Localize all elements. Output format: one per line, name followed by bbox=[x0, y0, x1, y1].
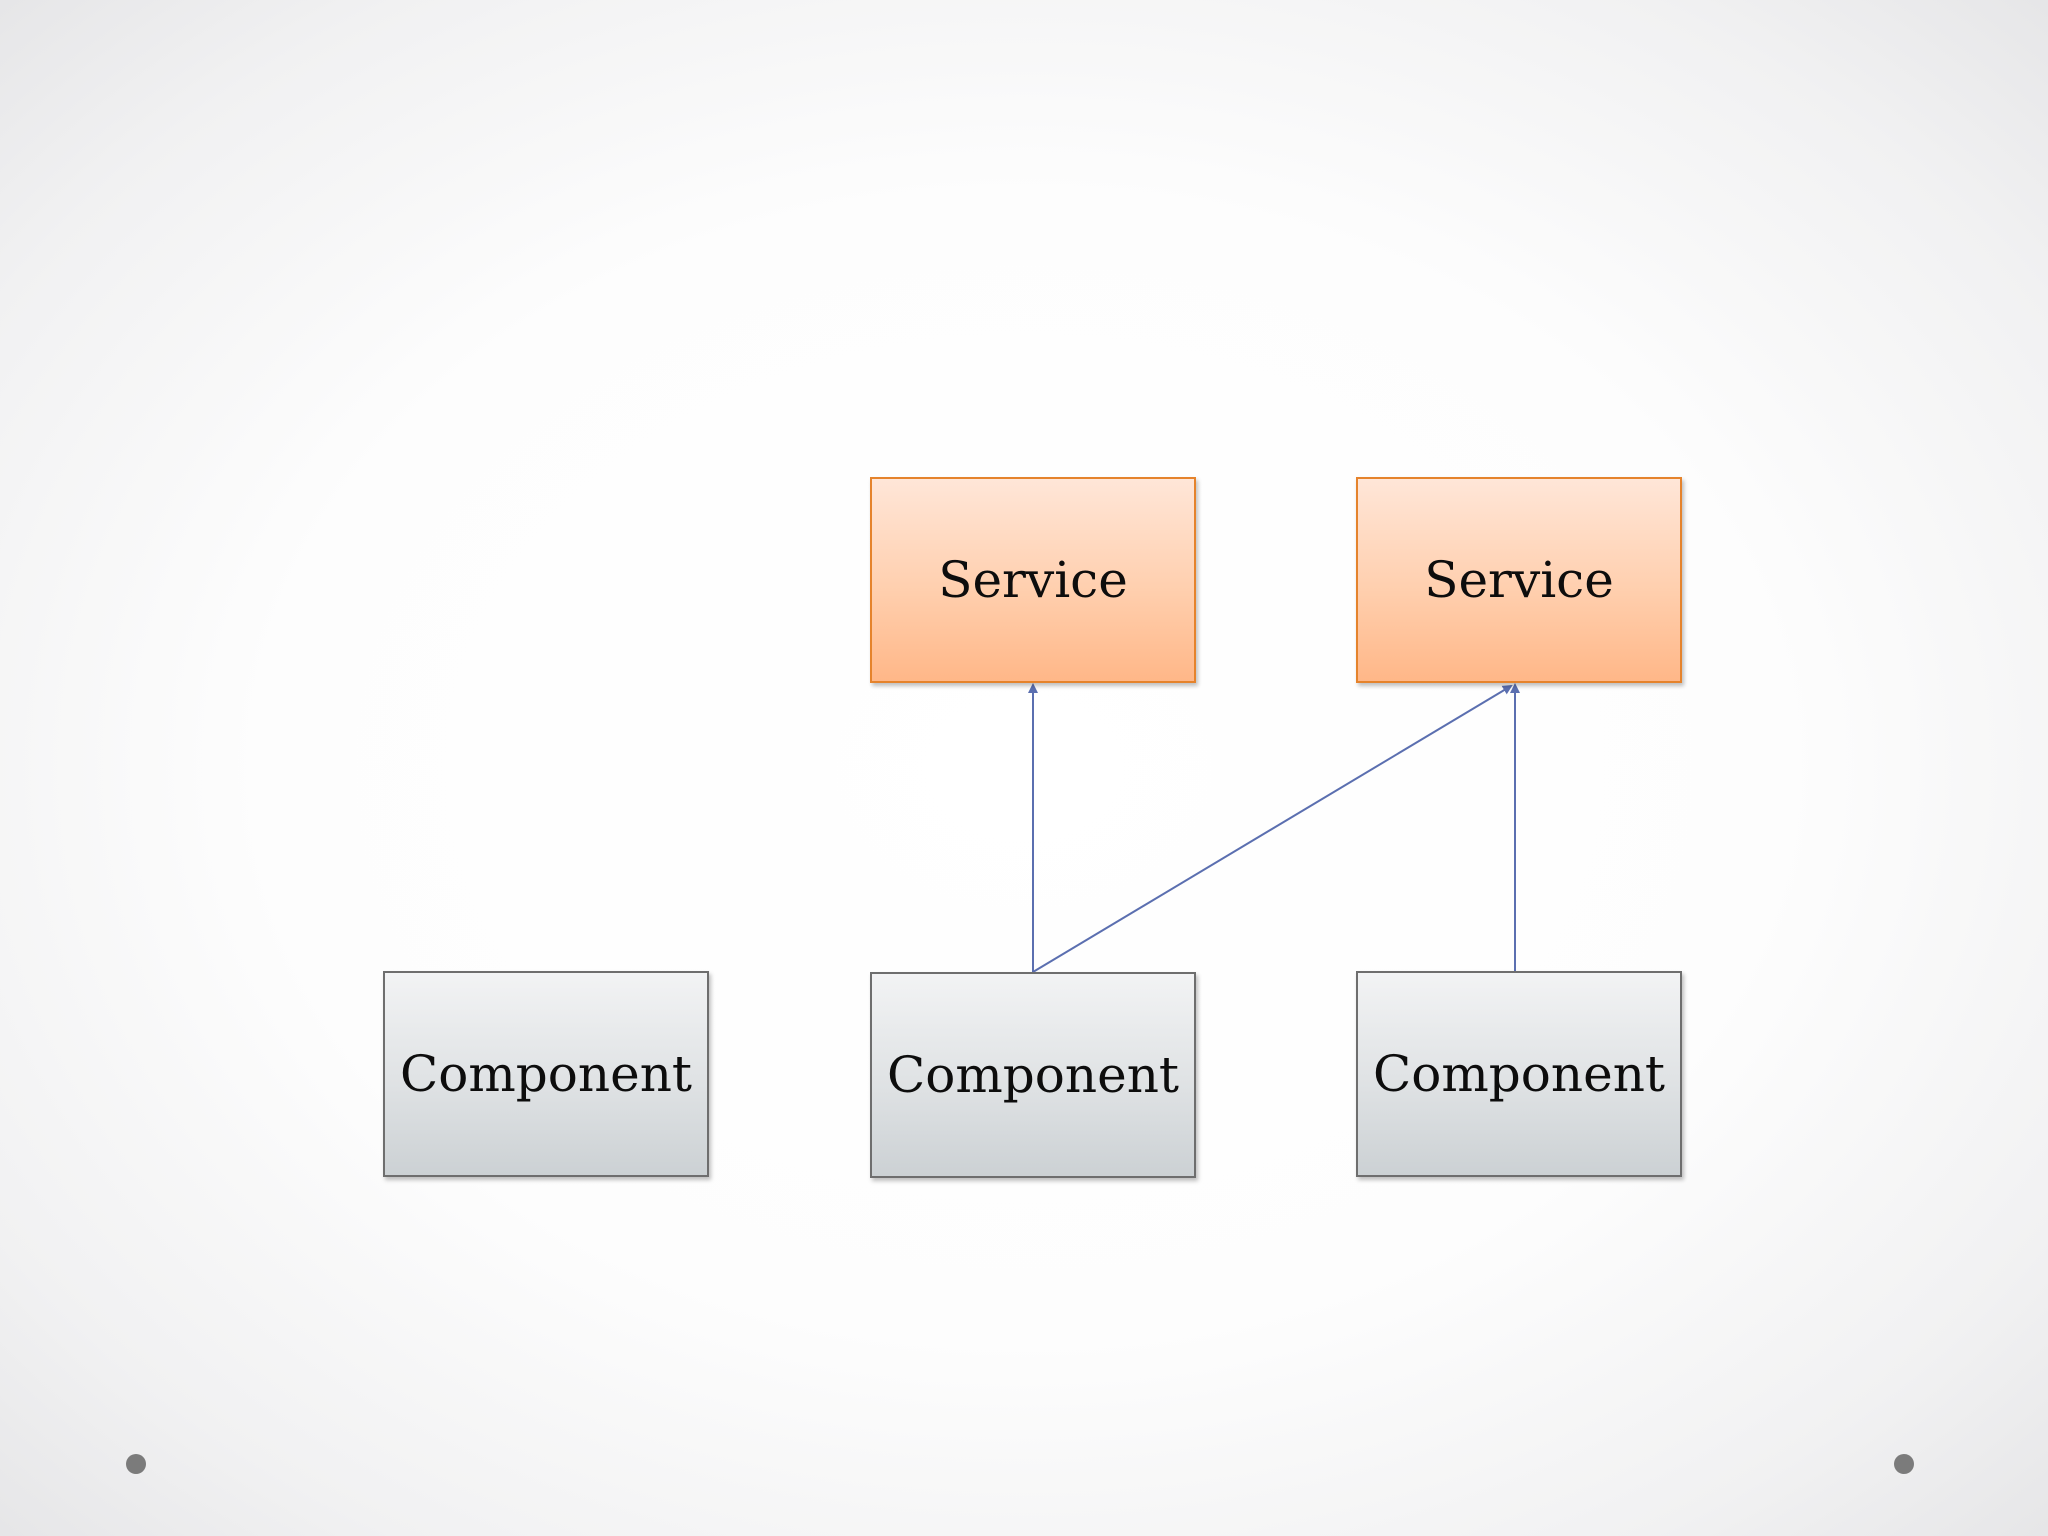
component-node-right-label: Component bbox=[1373, 1045, 1665, 1103]
service-node-right: Service bbox=[1356, 477, 1682, 683]
component-node-left-label: Component bbox=[400, 1045, 692, 1103]
service-node-left: Service bbox=[870, 477, 1196, 683]
decorative-bullet-left bbox=[126, 1454, 146, 1474]
component-node-center-label: Component bbox=[887, 1046, 1179, 1104]
service-node-right-label: Service bbox=[1424, 551, 1614, 609]
component-node-left: Component bbox=[383, 971, 709, 1177]
service-node-left-label: Service bbox=[938, 551, 1128, 609]
edge-component-center-to-service-right bbox=[1032, 684, 1513, 973]
component-node-center: Component bbox=[870, 972, 1196, 1178]
component-node-right: Component bbox=[1356, 971, 1682, 1177]
decorative-bullet-right bbox=[1894, 1454, 1914, 1474]
